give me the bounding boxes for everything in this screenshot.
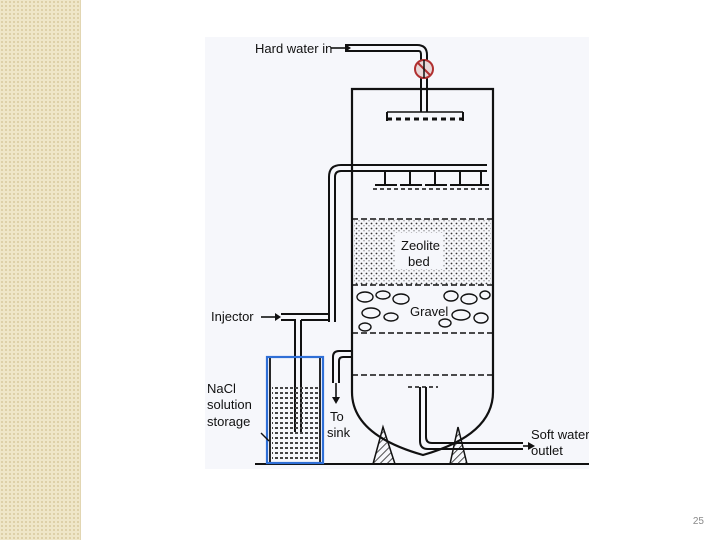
right-support <box>449 426 468 465</box>
zeolite-softener-diagram: Hard water in Zeolite bed Gravel Injecto… <box>205 37 589 469</box>
label-injector: Injector <box>211 309 254 324</box>
injector-pipe <box>281 313 329 432</box>
soft-water-pipe <box>419 387 523 450</box>
hard-water-pipe <box>345 44 428 112</box>
label-solution: solution <box>207 397 252 412</box>
left-support <box>372 424 397 465</box>
label-outlet: outlet <box>531 443 563 458</box>
diagram-canvas: Hard water in Zeolite bed Gravel Injecto… <box>207 41 589 465</box>
label-bed: bed <box>408 254 430 269</box>
label-zeolite: Zeolite <box>401 238 440 253</box>
label-storage: storage <box>207 414 250 429</box>
page-number: 25 <box>692 516 704 527</box>
label-soft-water: Soft water <box>531 427 589 442</box>
decorative-side-strip <box>0 0 81 540</box>
highlight-box <box>265 355 325 465</box>
gravel-layer <box>356 290 491 332</box>
label-hard-water-in: Hard water in <box>255 41 332 56</box>
label-sink: sink <box>327 425 351 440</box>
drain-pipe <box>332 350 352 383</box>
label-gravel: Gravel <box>410 304 448 319</box>
softener-tank <box>350 87 495 457</box>
brine-nozzles <box>375 171 489 186</box>
brine-manifold <box>328 164 487 322</box>
label-nacl: NaCl <box>207 381 236 396</box>
label-to: To <box>330 409 344 424</box>
